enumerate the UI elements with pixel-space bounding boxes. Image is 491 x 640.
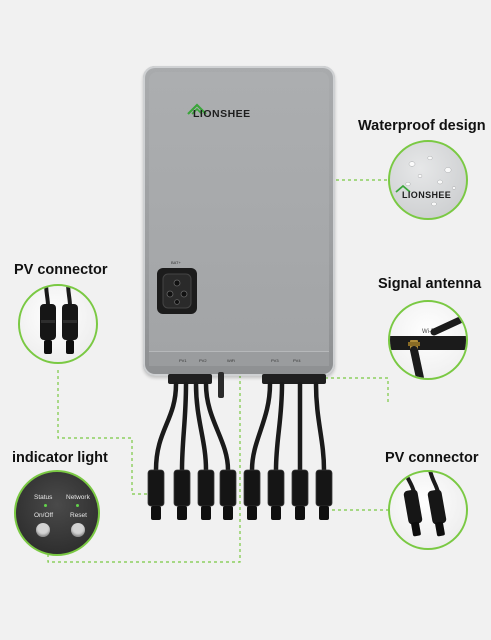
connector-6 xyxy=(267,469,285,507)
cable-5 xyxy=(249,381,273,473)
indicator-light-inset: Status Network On/Off Reset xyxy=(14,470,100,556)
antenna-base-panel xyxy=(390,336,466,350)
waterproof-design-label: Waterproof design xyxy=(358,118,486,134)
pv-connector-right-label: PV connector xyxy=(385,450,479,466)
mc4-connector-pair-icon xyxy=(40,286,78,354)
port-label-pv4: PV4 xyxy=(293,358,301,363)
battery-port-pins-icon xyxy=(162,273,192,309)
port-label-pv1: PV1 xyxy=(179,358,187,363)
status-indicator-label: Status xyxy=(34,494,53,501)
device-brand-logo: LIONSHEE xyxy=(193,108,251,120)
connector-7 xyxy=(291,469,309,507)
house-roof-logo-icon xyxy=(187,103,207,115)
connector-3 xyxy=(197,469,215,507)
network-indicator-label: Network xyxy=(66,494,90,501)
indicator-light-label: indicator light xyxy=(12,450,108,466)
cable-6 xyxy=(273,381,285,473)
left-cable-gland xyxy=(168,374,212,384)
pv-connector-left-inset xyxy=(18,284,98,364)
pv-connector-right-inset xyxy=(388,470,468,550)
on-off-button[interactable] xyxy=(36,523,50,537)
waterproof-inset-brand: LIONSHEE xyxy=(402,190,452,200)
reset-button[interactable] xyxy=(71,523,85,537)
cable-8 xyxy=(313,381,327,473)
connector-1 xyxy=(147,469,165,507)
reset-button-label: Reset xyxy=(70,512,87,519)
mc4-connector-pair-right-icon xyxy=(402,472,447,537)
cable-1 xyxy=(153,381,179,473)
device-port-strip xyxy=(149,351,329,366)
connector-2 xyxy=(173,469,191,507)
network-led-icon xyxy=(76,504,79,507)
right-cable-gland xyxy=(262,374,326,384)
inset-roof-logo-icon xyxy=(395,184,411,193)
waterproof-inset: LIONSHEE xyxy=(388,140,468,220)
connector-4 xyxy=(219,469,237,507)
port-label-pv2: PV2 xyxy=(199,358,207,363)
on-off-button-label: On/Off xyxy=(34,512,54,519)
port-label-pv3: PV3 xyxy=(271,358,279,363)
connector-5 xyxy=(243,469,261,507)
status-led-icon xyxy=(44,504,47,507)
wifi-stub xyxy=(218,372,224,398)
antenna-icon xyxy=(408,316,464,378)
pv-connector-left-label: PV connector xyxy=(14,262,108,278)
cable-2 xyxy=(179,381,189,473)
cable-3 xyxy=(193,381,209,473)
inverter-device: LIONSHEE BAT+ PV1 PV2 WiFi PV3 PV4 xyxy=(143,66,335,376)
cable-4 xyxy=(203,381,231,473)
antenna-wifi-label: Wi-Fi xyxy=(422,329,436,335)
battery-port xyxy=(157,268,197,314)
signal-antenna-label: Signal antenna xyxy=(378,276,482,292)
water-droplets-icon xyxy=(395,155,457,207)
port-label-wifi: WiFi xyxy=(227,358,235,363)
connector-8 xyxy=(315,469,333,507)
signal-antenna-inset: Wi-Fi xyxy=(388,300,468,380)
pv-left-leader-line xyxy=(57,370,150,495)
bat-port-label: BAT+ xyxy=(171,260,181,265)
